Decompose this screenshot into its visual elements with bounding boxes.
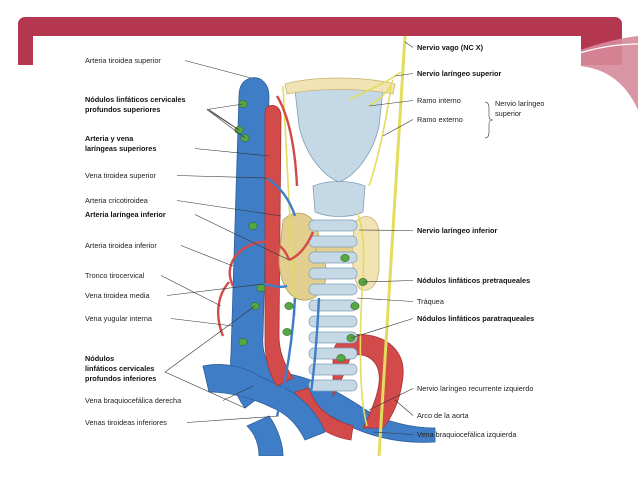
left-label: Arteria y vena [85,134,134,143]
trachea [308,219,358,392]
right-leader-line [382,119,414,137]
trachea-ring [308,219,358,232]
left-leader-line [194,148,270,157]
trachea-ring [308,331,358,344]
right-leader-line [350,318,414,339]
left-label: profundos inferiores [85,374,156,383]
right-label: Ramo interno [417,96,461,105]
left-label: linfáticos cervicales [85,364,154,373]
left-label: Nódulos linfáticos cervicales [85,95,186,104]
right-label: Nervio laríngeo [495,99,544,108]
trachea-ring [308,283,358,296]
left-leader-line [164,371,246,409]
inferior-thyroid-veins-2 [309,297,321,393]
trachea-ring [308,251,358,264]
left-leader-line [180,245,234,267]
trachea-ring [308,379,358,392]
inferior-laryngeal-artery [288,231,315,262]
middle-thyroid-vein [262,282,288,289]
right-label: Vena braquiocefálica izquierda [417,430,517,439]
right-label: Tráquea [417,297,445,306]
left-label: Nódulos [85,354,114,363]
right-leader-line [394,399,414,416]
lymph-node [284,302,294,310]
internal-branch-nerve [368,79,394,107]
trachea-ring [308,299,358,312]
brachiocephalic-vein-descent [246,415,284,456]
left-label: Arteria tiroidea inferior [85,241,157,250]
right-leader-line [368,388,414,411]
cricoid-cartilage [312,181,366,217]
inferior-thyroid-artery [228,240,291,287]
lymph-node [238,338,248,346]
left-leader-line [160,275,222,307]
left-leader-line [176,200,282,217]
bracket-superior-laryngeal [484,101,494,139]
trachea-ring [308,363,358,376]
right-leader-line [356,297,414,302]
left-leader-line [206,103,244,110]
left-leader-line [206,109,246,139]
left-label: Arteria cricotiroidea [85,196,149,205]
external-branch-nerve [368,85,392,187]
thyroid-cartilage [294,83,384,183]
labels-right: Nervio vago (NC X) Nervio laríngeo superi… [350,41,544,439]
left-label: Venas tiroideas inferiores [85,418,167,427]
superior-thyroid-vein [266,177,297,217]
right-leader-line [404,41,414,48]
trachea-ring [308,267,358,280]
lymph-node [350,302,360,310]
inferior-thyroid-veins [275,297,297,417]
superior-laryngeal-nerve [348,71,402,101]
right-label: Nervio laríngeo superior [417,69,502,78]
left-leader-line [194,214,290,261]
left-label: profundos superiores [85,105,160,114]
left-leader-line [166,283,264,296]
right-leader-line [362,280,414,283]
trachea-ring [308,315,358,328]
lymph-node [340,254,350,262]
right-label: Nódulos linfáticos paratraqueales [417,314,534,323]
left-label: laríngeas superiores [85,144,156,153]
right-leader-line [368,100,414,107]
left-leader-line [170,318,234,327]
vagus-nerve [377,36,407,456]
left-label: Vena tiroidea media [85,291,150,300]
right-leader-line [358,229,414,231]
right-label: superior [495,109,522,118]
thyrocervical-trunk [217,281,230,337]
right-brachiocephalic-vein [202,364,326,441]
right-label: Nervio laríngeo recurrente izquierdo [417,384,533,393]
right-label: Nervio laríngeo inferior [417,226,497,235]
left-leader-line [176,175,268,179]
left-label: Vena tiroidea superior [85,171,157,180]
left-label: Arteria tiroidea superior [85,56,161,65]
right-label: Ramo externo [417,115,463,124]
left-label: Vena braquiocefálica derecha [85,396,182,405]
left-label: Vena yugular interna [85,314,153,323]
superior-thyroid-artery [275,95,299,187]
lymph-node [248,222,258,230]
right-leader-line [394,73,414,77]
right-label: Nervio vago (NC X) [417,43,484,52]
left-leader-line [186,415,280,423]
left-label: Tronco tirocervical [85,271,145,280]
left-leader-line [184,60,252,79]
right-label: Nódulos linfáticos pretraqueales [417,276,530,285]
right-leader-line [372,431,414,435]
left-leader-line [164,305,256,373]
left-leader-line [206,109,240,131]
lymph-node [256,284,266,292]
trachea-ring [308,235,358,248]
left-leader-line [222,385,254,401]
lymph-node [336,354,346,362]
left-label: Arteria laríngea inferior [85,210,166,219]
lymph-nodes [234,100,368,362]
right-label: Arco de la aorta [417,411,469,420]
lymph-node [282,328,292,336]
